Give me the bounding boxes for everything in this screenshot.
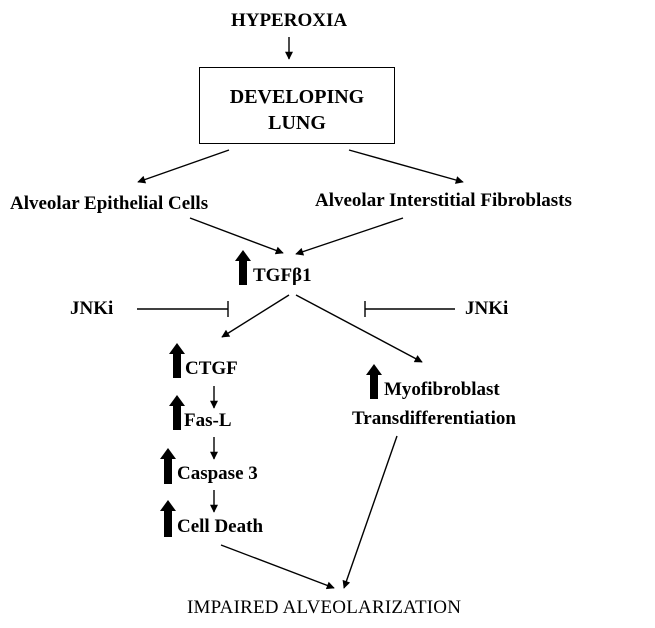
inhibitor-jnki-right: JNKi [465, 298, 509, 319]
inhibitor-jnki-left: JNKi [70, 298, 114, 319]
up-arrow-icon-fasl [169, 395, 185, 430]
up-arrow-icon-caspase3 [160, 448, 176, 484]
edge-epithelial-to-tgfb1 [189, 217, 284, 255]
up-arrow-icon-tgfb1 [235, 250, 251, 285]
node-impaired-alveolarization: IMPAIRED ALVEOLARIZATION [187, 597, 462, 618]
node-fas-l: Fas-L [184, 410, 232, 431]
up-arrow-icon-celldeath [160, 500, 176, 537]
up-arrow-icon-ctgf [169, 343, 185, 378]
node-ctgf: CTGF [185, 358, 238, 379]
node-tgfb1: TGFβ1 [253, 265, 312, 286]
edge-lung-to-fibroblasts [348, 149, 464, 184]
up-arrow-icon-myofibroblast [366, 364, 382, 399]
node-caspase-3: Caspase 3 [177, 463, 258, 484]
edge-tgfb1-to-ctgf [221, 294, 290, 338]
node-developing-lung-box [199, 67, 395, 144]
edge-fibroblasts-to-tgfb1 [295, 217, 404, 256]
node-alveolar-epithelial-cells: Alveolar Epithelial Cells [10, 193, 209, 214]
edge-lung-to-epithelial [137, 149, 230, 184]
node-developing-lung-line-2: LUNG [268, 112, 326, 134]
node-myofibroblast-line-2: Transdifferentiation [352, 408, 516, 429]
node-alveolar-interstitial-fibroblasts: Alveolar Interstitial Fibroblasts [315, 190, 572, 211]
edge-celldeath-to-outcome [220, 544, 335, 590]
edge-tgfb1-to-myofibroblast [295, 294, 423, 363]
edge-myofibroblast-to-outcome [342, 435, 398, 589]
node-cell-death: Cell Death [177, 516, 264, 537]
node-developing-lung-line-1: DEVELOPING [229, 86, 365, 108]
node-myofibroblast-line-1: Myofibroblast [384, 379, 500, 400]
node-hyperoxia: HYPEROXIA [230, 10, 348, 31]
